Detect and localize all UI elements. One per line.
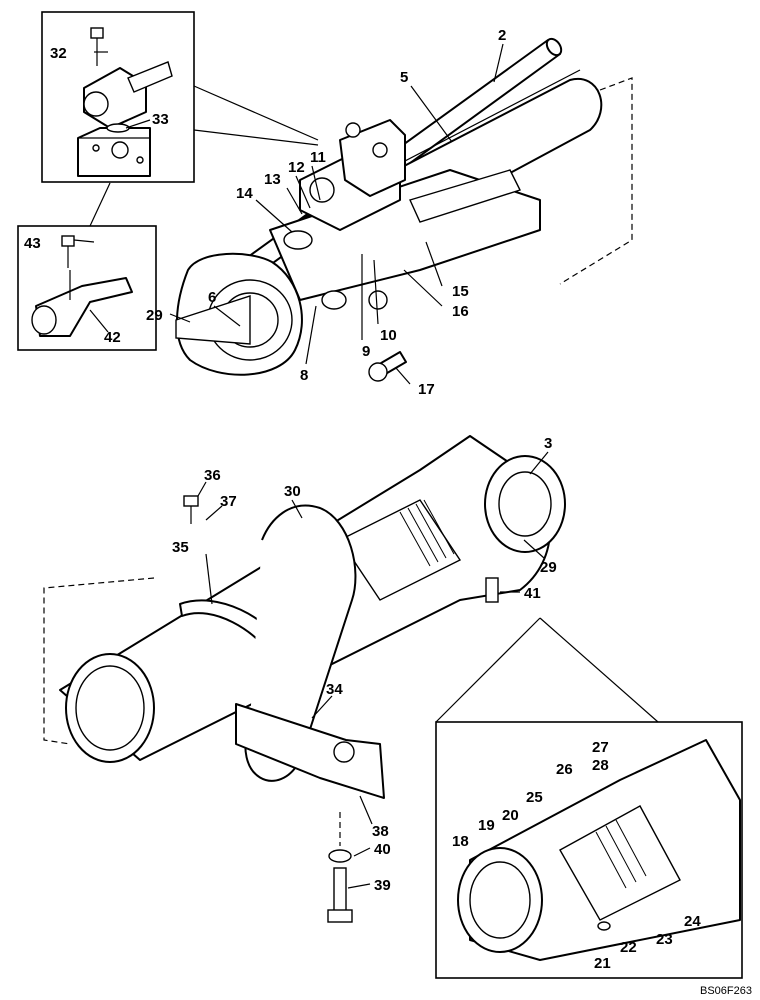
callout-17: 17 bbox=[418, 381, 435, 398]
callout-15: 15 bbox=[452, 283, 469, 300]
callout-43: 43 bbox=[24, 235, 41, 252]
callout-29-bottom: 29 bbox=[540, 559, 557, 576]
callout-24: 24 bbox=[684, 913, 701, 930]
callout-6: 6 bbox=[208, 289, 216, 306]
callout-12: 12 bbox=[288, 159, 305, 176]
rod-assembly bbox=[175, 37, 633, 382]
callout-30: 30 bbox=[284, 483, 301, 500]
callout-3: 3 bbox=[544, 435, 552, 452]
callout-25: 25 bbox=[526, 789, 543, 806]
callout-19: 19 bbox=[478, 817, 495, 834]
callout-29-top: 29 bbox=[146, 307, 163, 324]
leader-lines bbox=[73, 43, 549, 889]
callout-2: 2 bbox=[498, 27, 506, 44]
callout-5: 5 bbox=[400, 69, 408, 86]
piston-thread-lines bbox=[595, 819, 647, 889]
callout-labels: 2 5 11 12 13 14 15 16 10 9 8 6 29 17 32 … bbox=[24, 27, 752, 997]
detail-box-piston bbox=[435, 617, 743, 979]
callout-20: 20 bbox=[502, 807, 519, 824]
drawing-code: BS06F263 bbox=[700, 985, 752, 997]
callout-11: 11 bbox=[310, 149, 326, 166]
callout-8: 8 bbox=[300, 367, 308, 384]
callout-22: 22 bbox=[620, 939, 637, 956]
callout-27: 27 bbox=[592, 739, 609, 756]
callout-13: 13 bbox=[264, 171, 281, 188]
callout-14: 14 bbox=[236, 185, 253, 202]
callout-16: 16 bbox=[452, 303, 469, 320]
callout-10: 10 bbox=[380, 327, 397, 344]
callout-33: 33 bbox=[152, 111, 169, 128]
callout-18: 18 bbox=[452, 833, 469, 850]
callout-39: 39 bbox=[374, 877, 391, 894]
callout-9: 9 bbox=[362, 343, 370, 360]
callout-37: 37 bbox=[220, 493, 237, 510]
callout-38: 38 bbox=[372, 823, 389, 840]
callout-42: 42 bbox=[104, 329, 121, 346]
callout-40: 40 bbox=[374, 841, 391, 858]
callout-26: 26 bbox=[556, 761, 573, 778]
callout-32: 32 bbox=[50, 45, 67, 62]
detail-box-clamp bbox=[41, 11, 319, 183]
callout-41: 41 bbox=[524, 585, 541, 602]
callout-35: 35 bbox=[172, 539, 189, 556]
thread-lines bbox=[399, 499, 455, 567]
callout-28: 28 bbox=[592, 757, 609, 774]
cylinder-assembly bbox=[43, 435, 566, 923]
detail-box-clamp-lower bbox=[17, 182, 157, 351]
callout-36: 36 bbox=[204, 467, 221, 484]
callout-23: 23 bbox=[656, 931, 673, 948]
callout-34: 34 bbox=[326, 681, 343, 698]
callout-21: 21 bbox=[594, 955, 611, 972]
